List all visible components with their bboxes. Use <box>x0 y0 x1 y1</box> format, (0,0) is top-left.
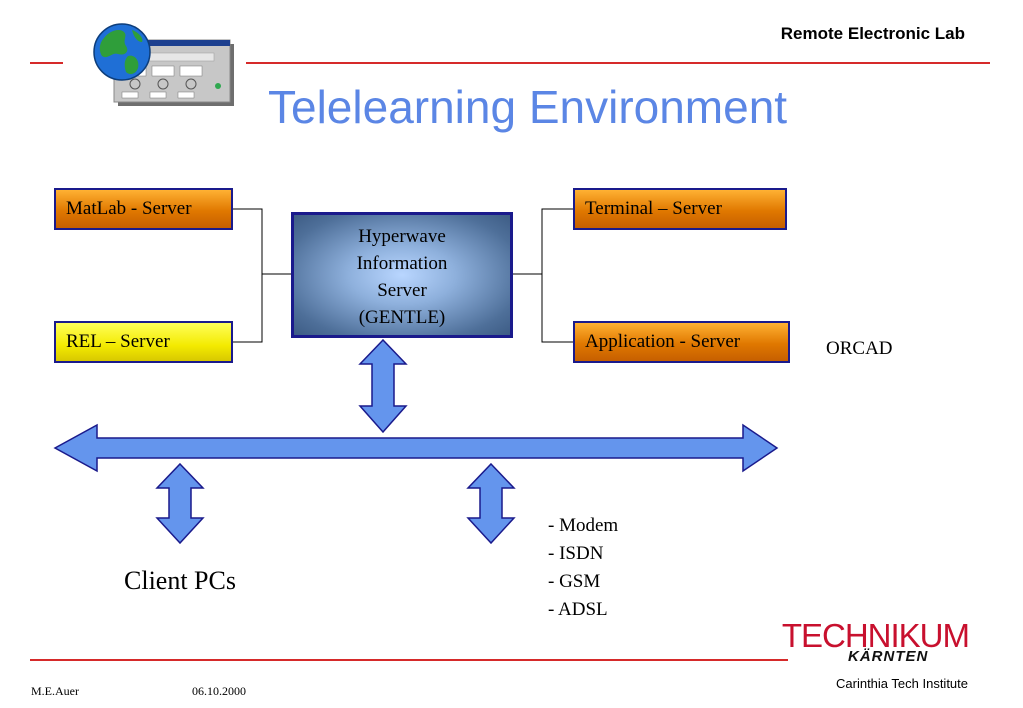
orcad-label: ORCAD <box>826 338 893 359</box>
hub-line: (GENTLE) <box>358 307 446 328</box>
hub-line: Information <box>356 253 448 274</box>
matlab-server-box: MatLab - Server <box>54 188 233 230</box>
rel-server-box: REL – Server <box>54 321 233 363</box>
connector-lines <box>233 208 573 343</box>
institute-name: Carinthia Tech Institute <box>836 676 968 691</box>
hyperwave-server-box: Hyperwave Information Server (GENTLE) <box>291 212 513 338</box>
connection-item: - ISDN <box>548 543 604 564</box>
application-server-label: Application - Server <box>585 331 741 352</box>
hub-line: Hyperwave <box>358 226 446 247</box>
hub-line: Server <box>377 280 427 301</box>
matlab-server-label: MatLab - Server <box>66 198 192 219</box>
footer-author: M.E.Auer <box>31 684 79 698</box>
header-title: Remote Electronic Lab <box>780 24 965 43</box>
client-pcs-label: Client PCs <box>124 566 236 595</box>
connection-item: - GSM <box>548 571 601 592</box>
connection-item: - Modem <box>548 515 619 536</box>
terminal-server-label: Terminal – Server <box>585 198 722 219</box>
application-server-box: Application - Server <box>573 321 790 363</box>
network-bus-arrow <box>53 423 779 473</box>
connection-list: - Modem - ISDN - GSM - ADSL <box>548 512 618 624</box>
client-arrow <box>155 462 205 545</box>
technikum-logo: TECHNIKUM <box>781 617 970 654</box>
connection-item: - ADSL <box>548 599 608 620</box>
terminal-server-box: Terminal – Server <box>573 188 787 230</box>
remote-lab-logo-icon <box>93 23 234 106</box>
globe-icon <box>93 23 151 81</box>
hub-bus-arrow <box>358 338 408 434</box>
slide-title: Telelearning Environment <box>268 81 788 133</box>
technikum-logo-sub: KÄRNTEN <box>848 648 929 665</box>
footer-date: 06.10.2000 <box>192 684 246 698</box>
connection-arrow <box>466 462 516 545</box>
rel-server-label: REL – Server <box>66 331 170 352</box>
